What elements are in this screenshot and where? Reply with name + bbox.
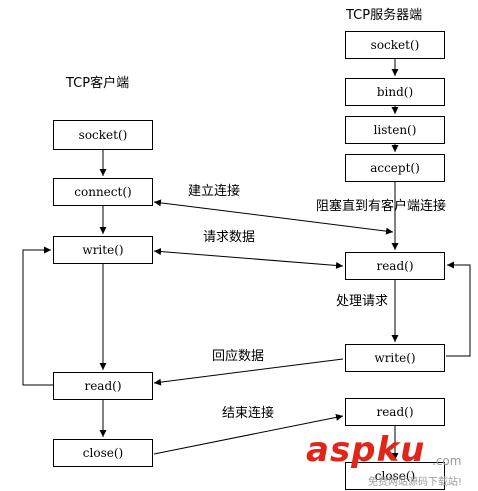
arrow-client-loop [22, 246, 53, 386]
client-read-box: read() [53, 372, 153, 400]
server-write-box: write() [345, 344, 445, 372]
watermark-tagline: 免费网站源码下载站! [368, 477, 463, 488]
label-connect: 建立连接 [188, 184, 241, 199]
client-close-box: close() [53, 439, 153, 467]
label-block: 阻塞直到有客户端连接 [316, 199, 447, 214]
server-title: TCP服务器端 [346, 8, 423, 23]
server-listen-box: listen() [345, 116, 445, 144]
label-request: 请求数据 [203, 230, 256, 245]
server-socket-box: socket() [345, 31, 445, 59]
client-connect-box: connect() [53, 178, 153, 206]
watermark-suffix: .com [432, 454, 462, 468]
server-close-box: close() [345, 462, 445, 490]
server-bind-box: bind() [345, 78, 445, 106]
client-write-box: write() [53, 236, 153, 264]
watermark-logo: aspku [306, 430, 426, 470]
label-end: 结束连接 [222, 406, 275, 421]
server-read-box: read() [345, 252, 445, 280]
client-title: TCP客户端 [66, 76, 130, 91]
server-accept-box: accept() [345, 154, 445, 182]
server-read2-box: read() [345, 398, 445, 426]
arrow-request [153, 248, 344, 269]
label-process: 处理请求 [336, 294, 389, 309]
arrow-response [153, 358, 344, 386]
arrow-server-loop [446, 261, 471, 357]
label-response: 回应数据 [212, 349, 265, 364]
arrow-connect-accept [153, 199, 394, 235]
client-socket-box: socket() [53, 120, 153, 150]
arrow-end [153, 413, 344, 455]
